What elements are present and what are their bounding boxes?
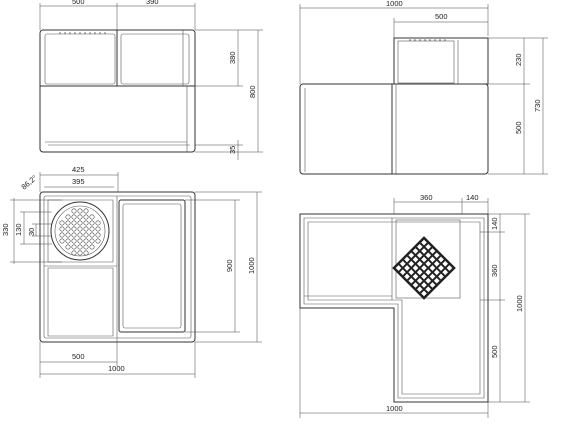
front-dim-35: 35 — [228, 146, 237, 154]
round-grate-holes — [59, 208, 101, 256]
plan-right-dim-1000-bottom: 1000 — [386, 404, 403, 413]
plan-left-dim-1000-bottom: 1000 — [108, 364, 125, 373]
plan-left-dim-500: 500 — [72, 352, 85, 361]
side-dim-500: 500 — [435, 12, 448, 21]
plan-right-dim-1000-right: 1000 — [515, 295, 524, 312]
side-view: 1000 500 230 500 730 — [299, 0, 548, 175]
plan-left-dim-angle: 86,2° — [20, 173, 39, 191]
front-dim-380: 380 — [228, 51, 237, 64]
plan-right-dim-140-right: 140 — [490, 217, 499, 230]
plan-left-dim-1000: 1000 — [247, 257, 256, 274]
side-upper-box — [393, 37, 489, 85]
plan-left-dim-330: 330 — [1, 223, 10, 236]
side-dim-730: 730 — [533, 99, 542, 112]
side-dim-500-right: 500 — [514, 121, 523, 134]
plan-right-dim-500-right: 500 — [490, 345, 499, 358]
plan-right-dim-360: 360 — [420, 193, 433, 202]
front-dim-390: 390 — [146, 0, 159, 6]
plan-left-view: 425 395 86,2° — [1, 165, 262, 378]
side-lower-body — [299, 83, 489, 175]
plan-left-dim-425: 425 — [72, 165, 85, 174]
plan-left-dim-395: 395 — [72, 177, 85, 186]
front-dim-500: 500 — [72, 0, 85, 6]
front-view: 500 390 380 800 35 — [39, 0, 263, 160]
plan-left-tray — [118, 199, 186, 333]
diamond-grate — [392, 236, 456, 300]
plan-left-dim-900: 900 — [225, 259, 234, 272]
plan-left-dim-130: 130 — [14, 223, 23, 236]
plan-right-view: 360 140 140 360 — [299, 193, 530, 418]
front-dim-800: 800 — [248, 85, 257, 98]
round-grate — [50, 201, 110, 261]
side-dim-1000: 1000 — [386, 0, 403, 8]
side-dim-230: 230 — [514, 53, 523, 66]
plan-right-dim-140: 140 — [466, 193, 479, 202]
front-vent-dots — [59, 32, 106, 34]
plan-left-dim-30: 30 — [27, 228, 36, 236]
plan-left-outline — [39, 191, 196, 343]
plan-right-dim-360-right: 360 — [490, 264, 499, 277]
